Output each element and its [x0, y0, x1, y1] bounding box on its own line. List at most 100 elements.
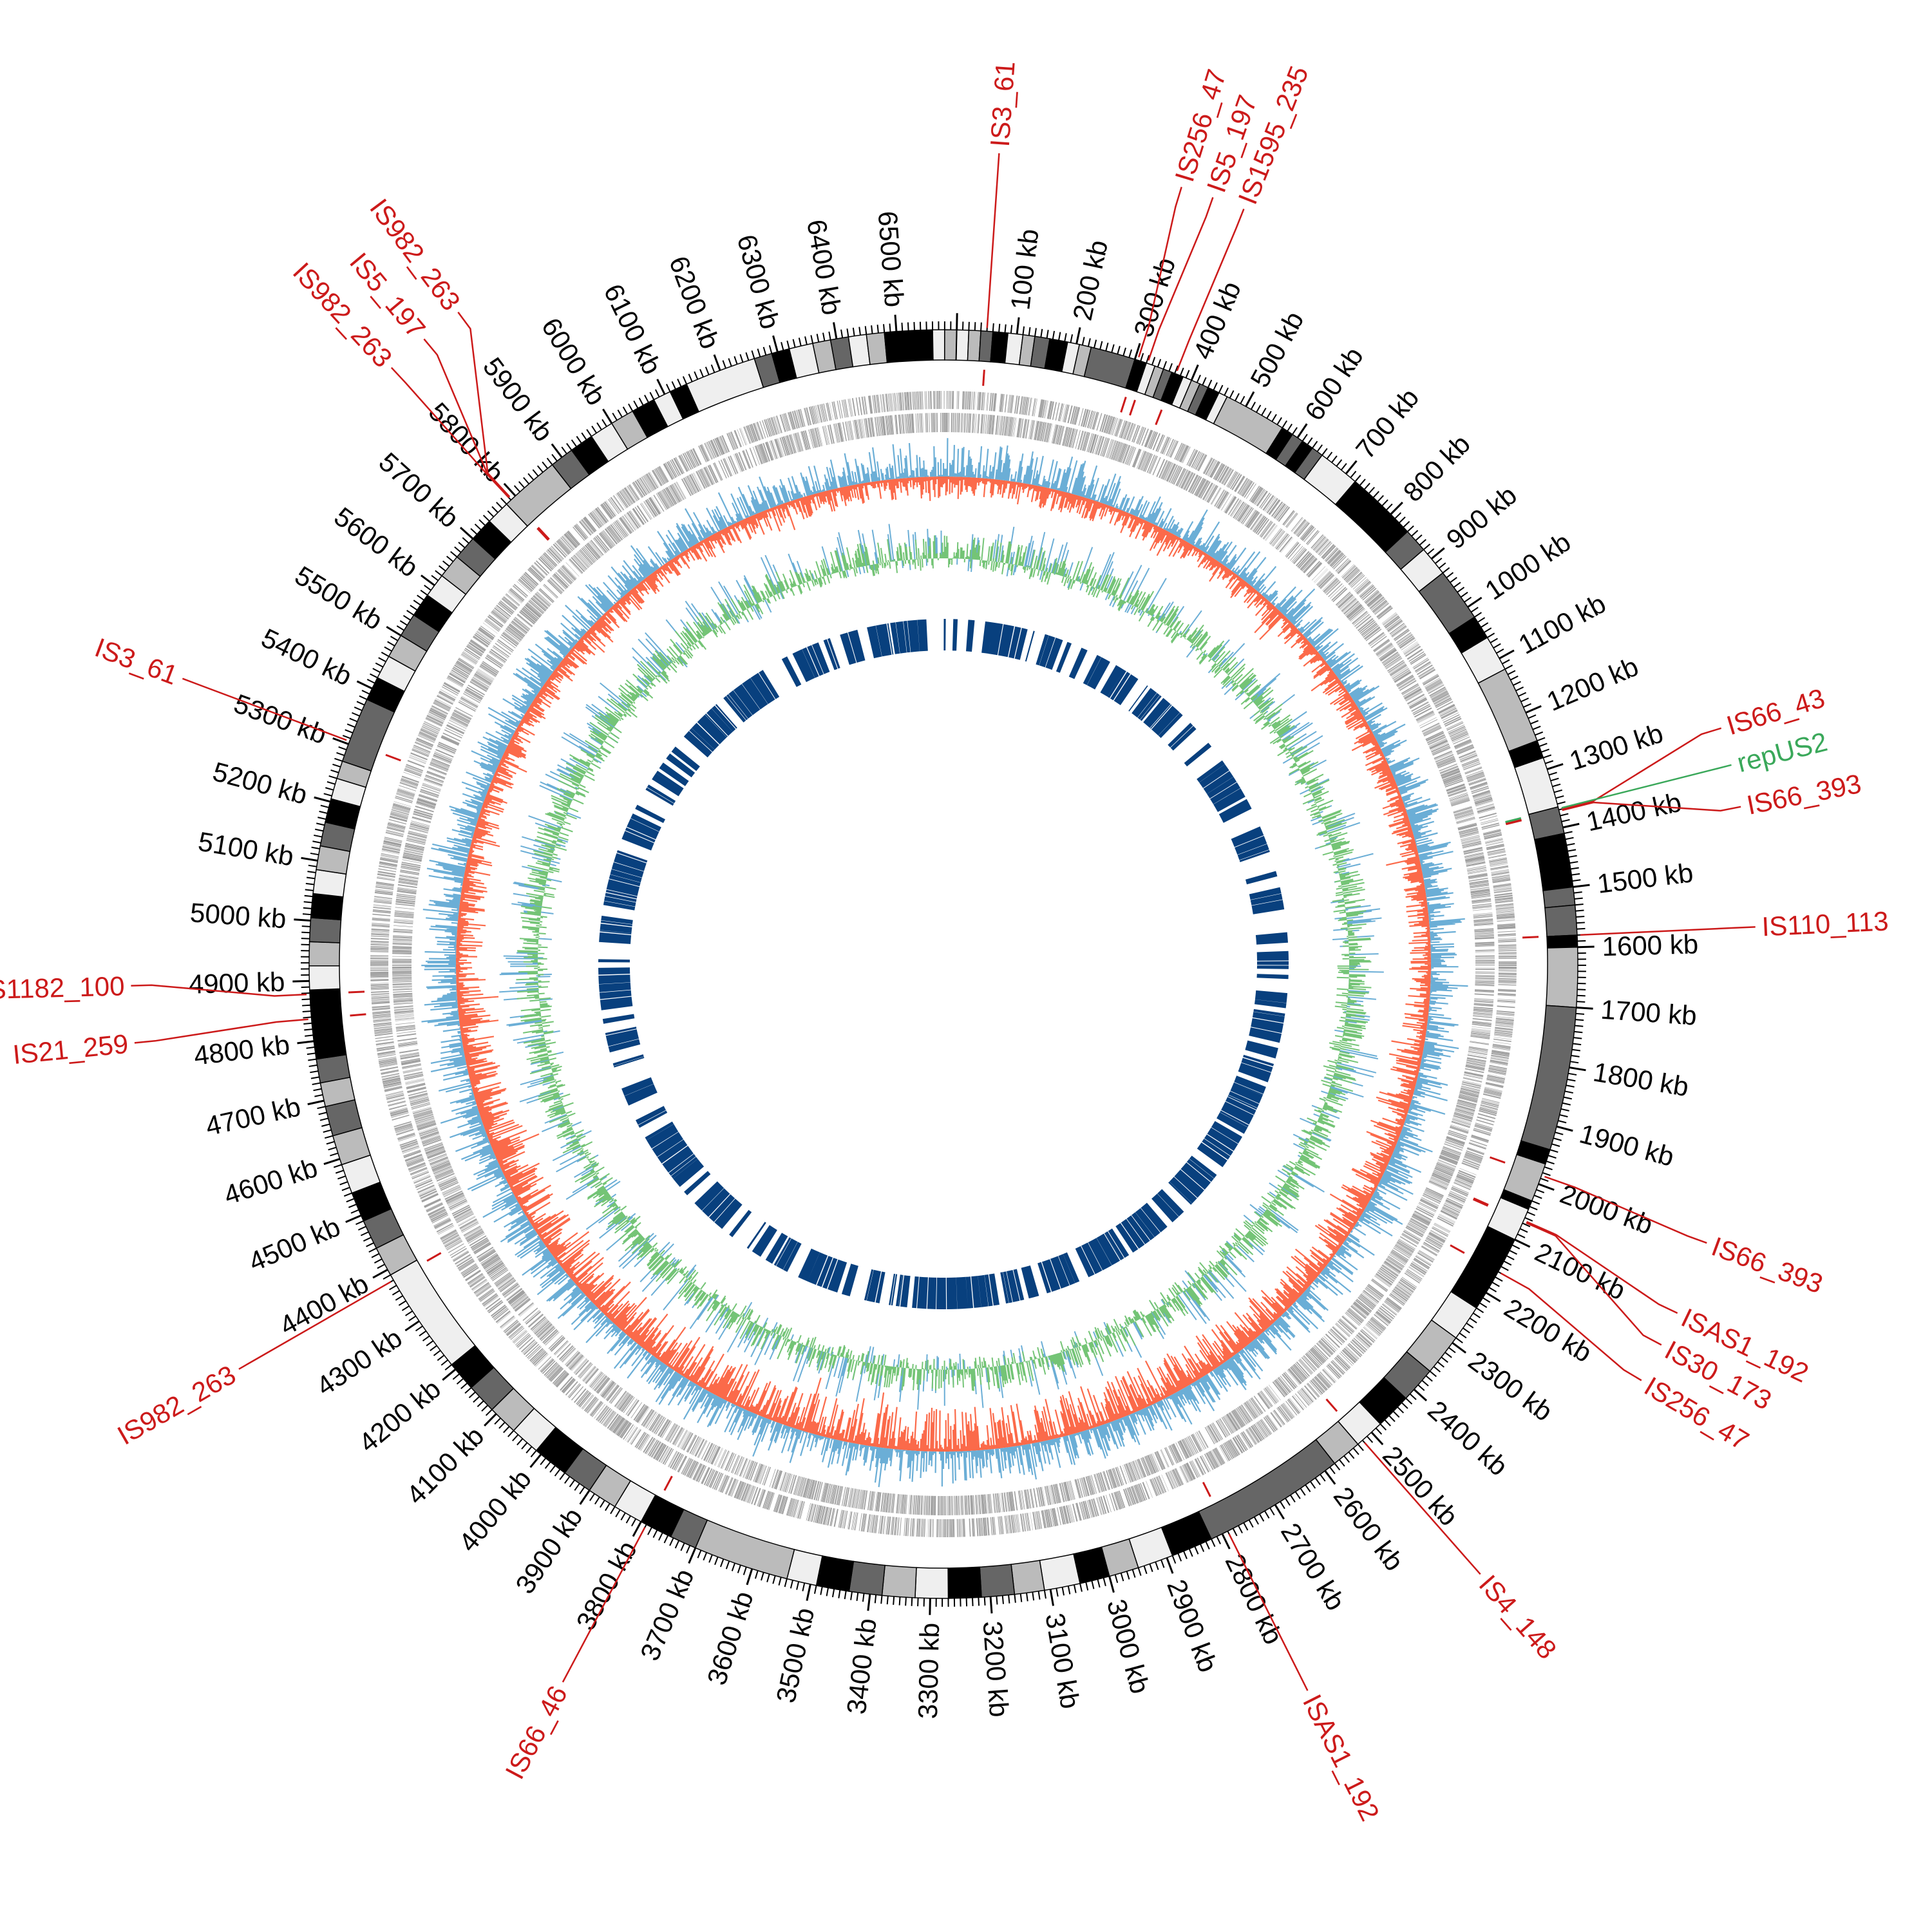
ideogram-band — [1010, 1560, 1045, 1595]
major-tick — [1221, 1533, 1231, 1549]
minor-tick — [1572, 879, 1581, 882]
minor-tick — [426, 1340, 434, 1347]
minor-tick — [368, 1247, 377, 1253]
minor-tick — [1155, 1562, 1159, 1570]
minor-tick — [889, 323, 891, 332]
minor-tick — [415, 1325, 423, 1332]
tick-label: 6300 kb — [732, 231, 786, 332]
feature-marker — [350, 1013, 366, 1017]
feature-marker — [1506, 819, 1522, 826]
minor-tick — [610, 1506, 616, 1515]
minor-tick — [518, 481, 526, 489]
minor-tick — [1557, 801, 1566, 805]
minor-tick — [317, 1106, 326, 1110]
minor-tick — [838, 1589, 841, 1598]
ideogram-band — [955, 329, 970, 361]
major-tick — [307, 1099, 325, 1106]
minor-tick — [1542, 1171, 1551, 1177]
minor-tick — [596, 422, 602, 430]
minor-tick — [430, 1345, 437, 1352]
feature-is-element: IS110_113 — [1522, 905, 1889, 942]
minor-tick — [1305, 1484, 1311, 1493]
minor-tick — [1523, 703, 1531, 708]
minor-tick — [561, 446, 567, 455]
tick-label: 6200 kb — [663, 252, 726, 352]
minor-tick — [1502, 659, 1510, 665]
minor-tick — [1488, 1287, 1497, 1293]
minor-tick — [361, 690, 370, 695]
minor-tick — [1250, 401, 1256, 410]
feature-marker — [1472, 1198, 1488, 1207]
minor-tick — [417, 594, 424, 601]
minor-tick — [1577, 989, 1586, 990]
minor-tick — [319, 810, 328, 814]
tick-label: 2400 kb — [1422, 1395, 1513, 1482]
minor-tick — [1501, 1265, 1509, 1271]
minor-tick — [1207, 379, 1213, 388]
minor-tick — [1441, 1356, 1448, 1363]
ideogram-band — [308, 917, 342, 943]
minor-tick — [682, 376, 687, 384]
tick-label: 2200 kb — [1499, 1293, 1597, 1368]
minor-tick — [1162, 361, 1168, 370]
minor-tick — [349, 717, 358, 723]
major-tick — [1049, 1589, 1054, 1606]
major-tick — [297, 1040, 314, 1045]
minor-tick — [318, 1112, 327, 1115]
tick-label: 1600 kb — [1602, 929, 1699, 961]
minor-tick — [615, 1509, 621, 1518]
feature-leader-line — [1176, 208, 1245, 372]
minor-tick — [343, 1192, 352, 1197]
minor-tick — [308, 1058, 317, 1061]
tick-label: 3500 kb — [770, 1605, 820, 1705]
minor-tick — [302, 1010, 311, 1013]
minor-tick — [481, 1405, 489, 1412]
tick-label: 6500 kb — [873, 210, 910, 308]
minor-tick — [1168, 363, 1173, 372]
feature-leader-line — [1544, 1175, 1707, 1244]
major-tick — [294, 918, 311, 922]
tick-label: 1200 kb — [1542, 651, 1643, 717]
minor-tick — [332, 763, 341, 768]
minor-tick — [1571, 873, 1580, 876]
minor-tick — [390, 636, 399, 641]
feature-leader-line — [986, 153, 1000, 328]
minor-tick — [1453, 582, 1461, 588]
minor-tick — [1091, 1580, 1095, 1589]
feature-marker — [1120, 397, 1127, 413]
minor-tick — [375, 662, 384, 668]
minor-tick — [359, 695, 368, 701]
minor-tick — [304, 1028, 313, 1031]
minor-tick — [1256, 404, 1262, 413]
major-tick — [551, 443, 563, 459]
minor-tick — [1575, 1019, 1584, 1021]
ideogram-band — [979, 1564, 1016, 1598]
minor-tick — [1177, 1553, 1182, 1562]
minor-tick — [513, 485, 521, 493]
tick-label: 1300 kb — [1566, 717, 1667, 776]
minor-tick — [1543, 754, 1552, 759]
tick-label: 6400 kb — [801, 217, 848, 317]
major-tick — [314, 796, 331, 803]
minor-tick — [1419, 538, 1426, 546]
minor-tick — [1307, 437, 1313, 445]
major-tick — [459, 526, 474, 540]
minor-tick — [1398, 516, 1406, 524]
minor-tick — [820, 1586, 823, 1595]
tick-label: 5000 kb — [189, 897, 287, 934]
minor-tick — [1099, 341, 1103, 350]
minor-tick — [1310, 1481, 1316, 1489]
tick-label: 4800 kb — [192, 1029, 291, 1071]
minor-tick — [1320, 1473, 1326, 1482]
minor-tick — [708, 1554, 713, 1563]
major-tick — [356, 680, 373, 690]
minor-tick — [392, 1290, 401, 1296]
minor-tick — [1568, 1072, 1577, 1076]
minor-tick — [1043, 1590, 1046, 1599]
feature-marker — [1473, 1197, 1489, 1206]
minor-tick — [628, 403, 634, 412]
minor-tick — [1401, 1402, 1408, 1409]
minor-tick — [1567, 1079, 1576, 1082]
minor-tick — [1481, 622, 1489, 628]
